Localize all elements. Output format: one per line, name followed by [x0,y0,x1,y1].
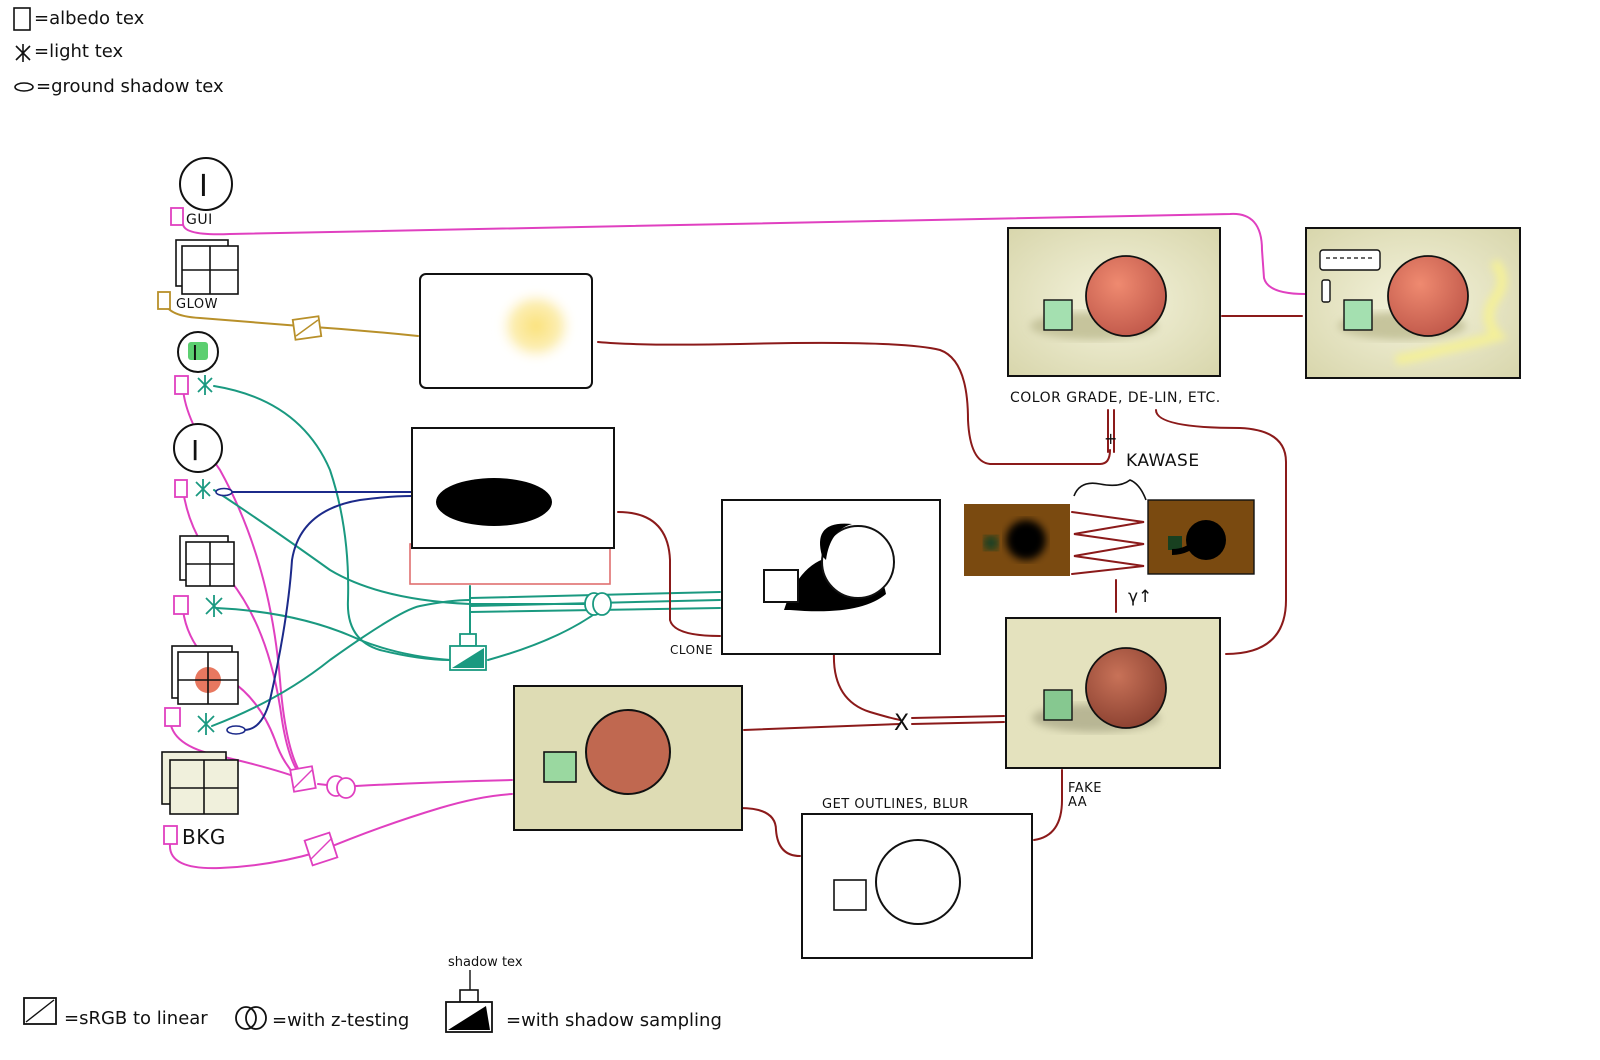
final-gui-slider [1321,279,1331,303]
kawase-brace [1073,479,1147,501]
objects-albedo-port [164,707,181,727]
fake-aa-label-2: AA [1068,795,1087,810]
ztest-legend-label: =with z-testing [272,1010,409,1031]
legend-albedo-label: =albedo tex [34,8,145,29]
wire-teal-from-shadow [487,609,601,661]
glow-target [419,273,593,389]
clone-label: CLONE [670,643,713,657]
world-gui-light-port [195,479,211,499]
kawase-blur-b [1147,499,1255,575]
layer-glow: GLOW [157,239,239,312]
shadow-sampling-legend-icon [445,970,493,1033]
wire-teal-4 [211,599,471,727]
tiles-light-port [205,595,223,617]
ztest-albedo [326,775,356,799]
clone-target: CLONE [670,499,941,657]
scene-albedo-target [513,685,743,831]
svg-text:I: I [191,434,199,467]
outlines-target: GET OUTLINES, BLUR [801,797,1033,959]
layer-tiles [173,535,235,617]
legend-bottom: =sRGB to linear =with z-testing shadow t… [23,955,722,1033]
shadow-sampler-node [449,633,487,671]
wire-pink-main [317,779,513,787]
layer-gui-light: I [174,331,219,395]
final-output-target [1305,227,1521,379]
gamma-label: γ↑ [1128,587,1152,607]
gui-caret-icon: I [199,169,208,204]
wire-red-glow-to-combine [597,341,1111,465]
x-mark: X [894,711,909,736]
wire-red-scene-to-fake [743,723,901,731]
svg-text:I: I [192,341,198,365]
fake-aa-target: FAKE AA [1005,617,1221,810]
layer-glow-label: GLOW [176,297,218,312]
wire-red-shadow-to-clone [617,511,721,637]
ztest-light [584,592,612,616]
wire-teal-2 [213,489,591,605]
gui-light-albedo-port [174,375,189,395]
srgb-legend-label: =sRGB to linear [64,1008,208,1029]
gui-light-port [197,375,213,395]
light-tex-icon [15,44,31,62]
layer-world-gui: I [173,423,233,499]
wire-red-x-to-fake [911,715,1005,719]
kawase-blur-a [964,504,1070,576]
wire-pink-3 [182,609,307,785]
objects-shadow-port [226,725,246,735]
plus-mark: + [1104,429,1117,448]
glow-albedo-port [157,291,171,310]
gui-albedo-port [170,207,184,226]
shadow-sampling-legend-label: =with shadow sampling [506,1010,722,1031]
legend-ground-shadow-label: =ground shadow tex [36,76,224,97]
kawase-label: KAWASE [1126,451,1200,471]
srgb-converter-glow [291,315,323,341]
layer-objects [164,645,246,735]
layer-bkg-label: BKG [182,825,226,849]
layer-gui-label: GUI [186,212,213,228]
wire-navy-2 [243,495,413,731]
world-gui-albedo-port [174,479,188,498]
shadow-tex-label: shadow tex [448,955,523,970]
srgb-legend-icon [23,997,57,1025]
layer-bkg: BKG [161,751,239,849]
shadow-map-target [409,427,615,585]
layer-gui: I GUI [170,157,233,228]
bkg-albedo-port [163,825,178,845]
world-gui-shadow-port [215,487,233,497]
wire-red-x-to-fake-2 [911,721,1005,725]
outlines-label: GET OUTLINES, BLUR [822,797,969,812]
wire-red-kawase-zig [1071,511,1145,575]
wire-teal-3 [215,607,451,661]
srgb-converter-bkg [303,831,339,867]
wire-red-clone-to-x [832,651,901,721]
color-grade-label: COLOR GRADE, DE-LIN, ETC. [1010,390,1221,406]
wire-red-scene-to-outline [739,807,801,857]
wire-red-fake-to-grade [1155,409,1287,655]
legend-top: =albedo tex =light tex =ground shadow te… [13,7,224,97]
objects-light-port [197,713,215,735]
fake-aa-label-1: FAKE [1068,781,1102,796]
legend-light-label: =light tex [34,41,124,62]
tiles-albedo-port [173,595,189,615]
wire-red-outline-to-fake [1033,769,1063,841]
final-gui-panel [1319,249,1381,271]
albedo-tex-icon [13,7,31,31]
wire-gui-final [182,212,1306,295]
color-grade-target: COLOR GRADE, DE-LIN, ETC. [1007,227,1221,406]
wire-teal-1 [213,385,451,661]
ground-shadow-tex-icon [14,82,34,92]
srgb-converter-albedo [289,765,317,793]
ztest-legend-icon [235,1006,267,1030]
